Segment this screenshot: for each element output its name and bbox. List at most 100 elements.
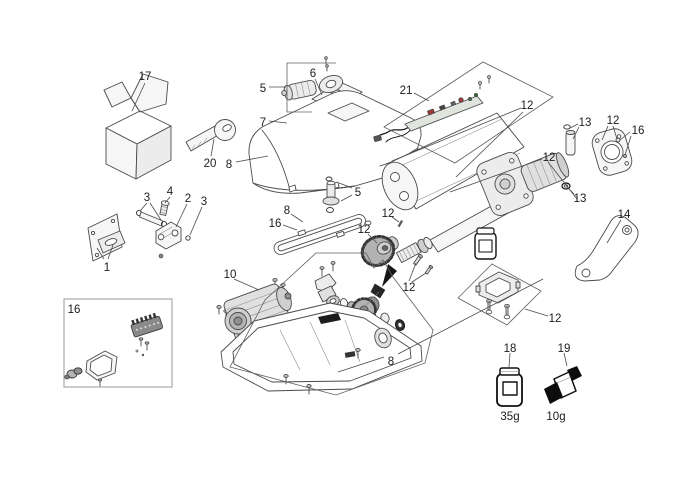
part-12-small-screw <box>397 220 404 228</box>
leader-line <box>413 92 430 102</box>
part-label: 10 <box>224 269 237 281</box>
part-2-clevis <box>155 221 182 250</box>
lock-cylinder-6 <box>281 79 317 101</box>
part-label: 5 <box>260 83 266 95</box>
part-17-carton-box <box>103 73 172 180</box>
part-1-mounting-plate <box>87 213 126 262</box>
part-label: 3 <box>144 192 150 204</box>
part-19-grease-tube <box>544 366 582 404</box>
leader-line <box>175 203 188 228</box>
part-label: 8 <box>226 159 232 171</box>
diagram-artwork <box>64 56 639 407</box>
grease-jar-small <box>474 227 497 260</box>
part-5-release-pin <box>322 176 340 213</box>
part-12-drive-gear <box>360 235 399 267</box>
leader-line <box>96 247 105 260</box>
leader-line <box>235 155 269 163</box>
part-label: 10g <box>546 411 565 423</box>
part-label: 12 <box>521 100 534 112</box>
leader-line <box>164 196 171 204</box>
leader-line <box>508 352 511 368</box>
part-label: 16 <box>632 125 645 137</box>
part-label: 7 <box>260 117 266 129</box>
terminal-block <box>130 312 163 338</box>
leader-line <box>268 120 288 124</box>
part-label: 12 <box>549 313 562 325</box>
part-3-pin <box>139 211 164 227</box>
part-label: 13 <box>574 193 587 205</box>
leader-line <box>131 82 146 112</box>
leader-line <box>563 352 568 367</box>
part-label: 21 <box>400 85 413 97</box>
part-label: 8 <box>388 356 394 368</box>
part-label: 19 <box>558 343 571 355</box>
part-label: 5 <box>355 187 361 199</box>
part-label: 12 <box>607 115 620 127</box>
callout-central-assembly <box>229 252 434 396</box>
leader-line <box>397 278 544 355</box>
shaft-screw <box>424 265 433 275</box>
leader-line <box>233 278 260 291</box>
part-label: 16 <box>269 218 282 230</box>
part-label: 20 <box>204 158 217 170</box>
leader-line <box>524 308 549 317</box>
leader-line <box>210 138 215 157</box>
box-kit-16 <box>63 298 173 388</box>
part-label: 13 <box>579 117 592 129</box>
leader-line <box>408 262 417 282</box>
part-label: 1 <box>104 262 110 274</box>
leader-line <box>337 356 385 373</box>
part-12-flange <box>591 128 633 176</box>
part-label: 16 <box>68 304 81 316</box>
leader-line <box>619 131 631 141</box>
part-13-pin <box>563 124 576 156</box>
part-label: 3 <box>201 196 207 208</box>
part-label: 8 <box>284 205 290 217</box>
leader-line <box>547 161 578 200</box>
callout-cap-12 <box>457 263 542 326</box>
leader-line <box>612 125 618 140</box>
leader-line <box>367 233 378 244</box>
part-label: 18 <box>504 343 517 355</box>
part-label: 12 <box>382 208 395 220</box>
part-12-motor-unit <box>476 152 570 216</box>
part-label: 12 <box>543 152 556 164</box>
board-red-component <box>458 97 464 103</box>
callout-shapes-layer <box>63 61 554 396</box>
part-12-rail-housing <box>381 112 525 211</box>
part-8-16-gasket <box>273 214 372 255</box>
shaft-screw <box>413 253 423 266</box>
grease-tube-nozzle <box>382 264 397 287</box>
leader-line <box>391 216 400 223</box>
part-label: 35g <box>500 411 519 423</box>
part-label: 12 <box>358 224 371 236</box>
leader-line <box>340 194 353 202</box>
leader-line <box>411 272 427 283</box>
leader-line <box>455 111 524 178</box>
part-label: 6 <box>310 68 316 80</box>
part-label: 14 <box>618 209 631 221</box>
leader-line <box>568 188 575 195</box>
leader-line <box>282 224 298 231</box>
part-label: 17 <box>139 71 152 83</box>
leader-line <box>338 182 353 189</box>
board-green-component <box>467 96 473 102</box>
leader-line <box>149 202 162 221</box>
part-label: 4 <box>167 186 174 198</box>
leader-line <box>449 158 543 193</box>
part-label: 2 <box>185 193 191 205</box>
part-label: 12 <box>403 282 416 294</box>
part-4-bolt <box>159 200 170 216</box>
leader-line <box>569 123 579 129</box>
leader-line <box>391 107 522 162</box>
part-worm-shaft <box>396 198 513 275</box>
callout-board-21 <box>383 61 554 164</box>
part-16-kit-contents <box>64 312 163 387</box>
leader-line <box>139 202 148 212</box>
part-21-control-board <box>373 75 491 143</box>
leader-line <box>606 219 622 244</box>
leader-line <box>189 206 203 236</box>
